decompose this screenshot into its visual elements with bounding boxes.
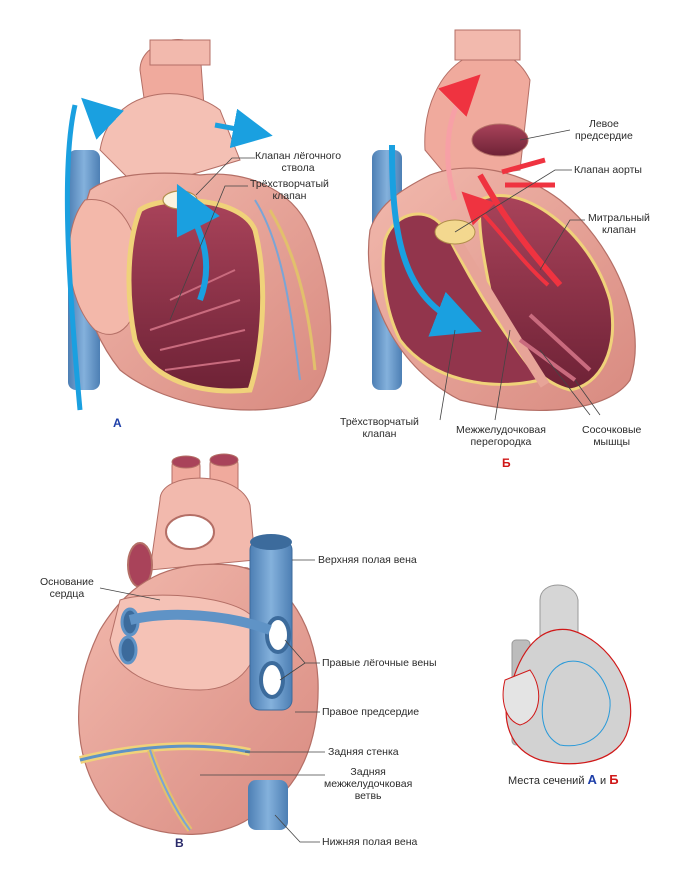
- label-tricuspid-valve-b: Трёхстворчатый клапан: [340, 416, 419, 440]
- panel-a-heart-section: [64, 39, 332, 411]
- section-legend: Места сечений А и Б: [508, 772, 619, 787]
- pulmonary-valve-shape: [162, 190, 198, 210]
- section-locator-inset: [502, 584, 632, 765]
- label-posterior-interventricular-branch: Задняя межжелудочковая ветвь: [324, 766, 413, 802]
- label-superior-vena-cava: Верхняя полая вена: [318, 554, 417, 566]
- label-posterior-wall: Задняя стенка: [328, 746, 399, 758]
- legend-letter-b: Б: [609, 772, 619, 787]
- label-inferior-vena-cava: Нижняя полая вена: [322, 836, 418, 848]
- label-left-atrium: Левое предсердие: [575, 118, 633, 142]
- label-right-atrium: Правое предсердие: [322, 706, 420, 718]
- label-papillary-muscles: Сосочковые мышцы: [582, 424, 642, 448]
- panel-b-heart-section: [367, 29, 636, 421]
- label-mitral-valve: Митральный клапан: [588, 212, 650, 236]
- legend-letter-a: А: [587, 772, 597, 787]
- label-pulmonary-valve: Клапан лёгочного ствола: [255, 150, 342, 174]
- panel-v-heart-posterior: [78, 453, 325, 843]
- legend-prefix: Места сечений: [508, 775, 585, 787]
- label-base-of-heart: Основание сердца: [40, 576, 94, 600]
- label-tricuspid-valve-a: Трёхстворчатый клапан: [250, 178, 329, 202]
- panel-letter-a: А: [113, 416, 122, 430]
- label-right-pulmonary-veins: Правые лёгочные вены: [322, 657, 437, 669]
- label-interventricular-septum: Межжелудочковая перегородка: [456, 424, 546, 448]
- legend-conjunction: и: [599, 775, 607, 787]
- panel-letter-v: В: [175, 836, 184, 850]
- panel-letter-b: Б: [502, 456, 511, 470]
- label-aortic-valve: Клапан аорты: [574, 164, 642, 176]
